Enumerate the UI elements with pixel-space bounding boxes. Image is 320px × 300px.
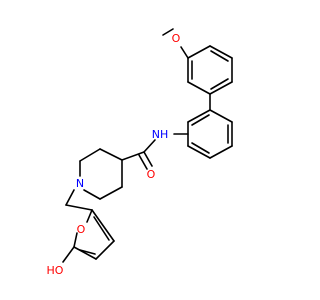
bonds: [62, 28, 233, 263]
bond: [191, 114, 210, 126]
bond: [143, 151, 153, 167]
bond: [143, 139, 156, 153]
bond: [93, 216, 110, 241]
bond: [83, 189, 101, 200]
bond: [191, 142, 210, 154]
structure-canvas: O NH O N O HO: [47, 28, 233, 277]
bond: [187, 109, 211, 123]
methoxy-oxygen-label: O: [172, 32, 181, 45]
bond: [210, 50, 229, 62]
bond: [209, 45, 233, 59]
bond: [138, 154, 148, 170]
bond: [91, 209, 115, 242]
bond: [99, 186, 123, 200]
amide-h: H: [160, 128, 168, 141]
bond: [65, 204, 93, 211]
amide-nitrogen-label: NH: [152, 128, 169, 141]
bond: [209, 109, 233, 123]
bond: [209, 81, 233, 95]
bond: [86, 209, 93, 223]
bond: [187, 45, 211, 59]
carbonyl-oxygen-label: O: [147, 168, 156, 181]
bond: [73, 246, 97, 260]
bond: [79, 249, 96, 255]
bond: [73, 232, 78, 248]
amide-n: N: [152, 128, 160, 141]
piperidine-nitrogen-label: N: [76, 177, 84, 190]
bond: [210, 78, 229, 90]
molecule-diagram: O NH O N O HO: [47, 28, 233, 277]
bond: [209, 145, 233, 159]
bond: [79, 148, 101, 162]
bond: [162, 28, 174, 36]
bond: [99, 148, 123, 161]
bond: [121, 151, 145, 161]
bond: [187, 145, 211, 159]
bond: [95, 240, 115, 260]
bond: [62, 246, 75, 263]
furan-oxygen-label: O: [77, 223, 86, 236]
bond: [65, 189, 75, 206]
bond: [180, 46, 189, 59]
hydroxyl-label: HO: [47, 264, 64, 277]
bond: [187, 81, 211, 95]
atom-labels: O NH O N O HO: [47, 32, 181, 277]
